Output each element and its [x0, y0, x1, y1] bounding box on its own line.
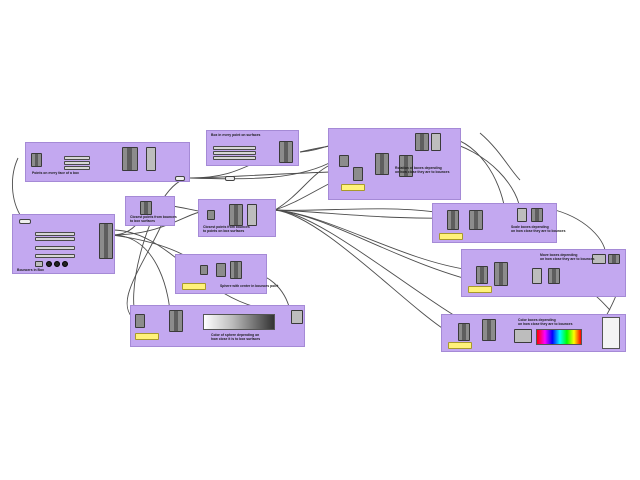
group-box-on-points[interactable]: Box in every point on surfaces: [206, 130, 299, 166]
slider-offset[interactable]: [64, 166, 90, 170]
remap-component[interactable]: [494, 262, 508, 286]
custom-preview-component[interactable]: [602, 317, 620, 349]
sphere-component[interactable]: [230, 261, 242, 279]
group-color-boxes[interactable]: Color boxes depending on how close they …: [441, 314, 626, 352]
group-move[interactable]: Move boxes depending on how close they a…: [461, 249, 626, 297]
group-title: Bouncers in Box: [17, 268, 44, 272]
group-color-sphere[interactable]: Color of sphere depending on how close i…: [130, 305, 305, 347]
radius-component[interactable]: [216, 263, 226, 277]
domain-panel[interactable]: [439, 233, 463, 240]
closest-points-component[interactable]: [229, 204, 243, 226]
group-closest-points[interactable]: Closest points from bounces to points on…: [198, 199, 276, 237]
list-component[interactable]: [517, 208, 527, 222]
slider-step[interactable]: [35, 246, 75, 250]
relay[interactable]: [225, 176, 235, 181]
remap-component[interactable]: [482, 319, 496, 341]
slider-box-z[interactable]: [213, 156, 256, 160]
group-rotation[interactable]: Rotation of boxes depending on how close…: [328, 128, 461, 200]
distance-component[interactable]: [476, 266, 488, 284]
distance-component[interactable]: [458, 323, 470, 341]
slider-box-y[interactable]: [213, 151, 256, 155]
gradient-component[interactable]: [536, 329, 582, 345]
rotate-component[interactable]: [399, 155, 413, 177]
domain-panel[interactable]: [135, 333, 159, 340]
pause-icon[interactable]: [54, 261, 60, 267]
step-icon[interactable]: [62, 261, 68, 267]
attractor-component[interactable]: [415, 133, 429, 151]
list-component[interactable]: [146, 147, 156, 171]
group-title: Points on every face of a box: [32, 171, 79, 175]
group-title: Closest points from bounces: [203, 225, 250, 229]
group-title: Scale boxes depending: [511, 225, 549, 229]
slider-v-count[interactable]: [64, 161, 90, 165]
gradient-component[interactable]: [203, 314, 275, 330]
point-param[interactable]: [207, 210, 215, 220]
group-title: Color boxes depending: [518, 318, 556, 322]
scale-component[interactable]: [531, 208, 543, 222]
center-box-component[interactable]: [279, 141, 293, 163]
relay[interactable]: [175, 176, 185, 181]
distance-component[interactable]: [431, 133, 441, 151]
slider-u-count[interactable]: [64, 156, 90, 160]
group-points-on-box[interactable]: Points on every face of a box: [25, 142, 190, 182]
list-component[interactable]: [592, 254, 606, 264]
distance-component[interactable]: [135, 314, 145, 328]
group-title-line-2: on how close they are to bounces: [518, 322, 573, 326]
group-title-line-2: to box surfaces: [130, 219, 156, 223]
remap-component[interactable]: [469, 210, 483, 230]
group-title: Box in every point on surfaces: [211, 133, 261, 137]
group-title: Sphere with center in bounces point: [220, 284, 279, 288]
play-icon[interactable]: [46, 261, 52, 267]
group-title: Move boxes depending: [540, 253, 578, 257]
move-component[interactable]: [548, 268, 560, 284]
group-closest-on-box[interactable]: Closest points from bounces to box surfa…: [125, 196, 177, 226]
point-param[interactable]: [200, 265, 208, 275]
group-title-line-2: on how close they are to bounces: [540, 257, 595, 261]
group-bouncers[interactable]: Bouncers in Box: [12, 214, 115, 274]
divide-surface-component[interactable]: [122, 147, 138, 171]
box-component[interactable]: [31, 153, 42, 167]
group-title: Rotation of boxes depending: [395, 166, 442, 170]
vector-component[interactable]: [532, 268, 542, 284]
merge-component[interactable]: [608, 254, 620, 264]
group-sphere[interactable]: Sphere with center in bounces point: [175, 254, 278, 294]
group-title-line-2: how close it is to box surfaces: [211, 337, 261, 341]
list-component[interactable]: [514, 329, 532, 343]
group-title-line-2: on how close they are to bounces: [395, 170, 450, 174]
brep-closest-point-component[interactable]: [140, 201, 152, 215]
bounds-component[interactable]: [353, 167, 363, 181]
domain-panel[interactable]: [341, 184, 365, 191]
reset-toggle[interactable]: [35, 261, 43, 267]
domain-panel[interactable]: [468, 286, 492, 293]
slider-seed[interactable]: [35, 237, 75, 241]
remap-component[interactable]: [375, 153, 389, 175]
domain-panel[interactable]: [448, 342, 472, 349]
group-title-line-2: on how close they are to bounces: [511, 229, 566, 233]
preview-component[interactable]: [291, 310, 303, 324]
group-title-line-2: to points on box surfaces: [203, 229, 245, 233]
slider-box-x[interactable]: [213, 146, 256, 150]
distance-component[interactable]: [447, 210, 459, 230]
relay[interactable]: [19, 219, 31, 224]
slider-count[interactable]: [35, 232, 75, 236]
group-title: Closest points from bounces: [130, 215, 177, 219]
bouncers-component[interactable]: [99, 223, 113, 259]
group-title: Color of sphere depending on: [211, 333, 260, 337]
group-scale[interactable]: Scale boxes depending on how close they …: [432, 203, 565, 243]
slider-speed[interactable]: [35, 254, 75, 258]
point-param[interactable]: [339, 155, 349, 167]
list-component[interactable]: [247, 204, 257, 226]
radius-panel[interactable]: [182, 283, 206, 290]
remap-component[interactable]: [169, 310, 183, 332]
